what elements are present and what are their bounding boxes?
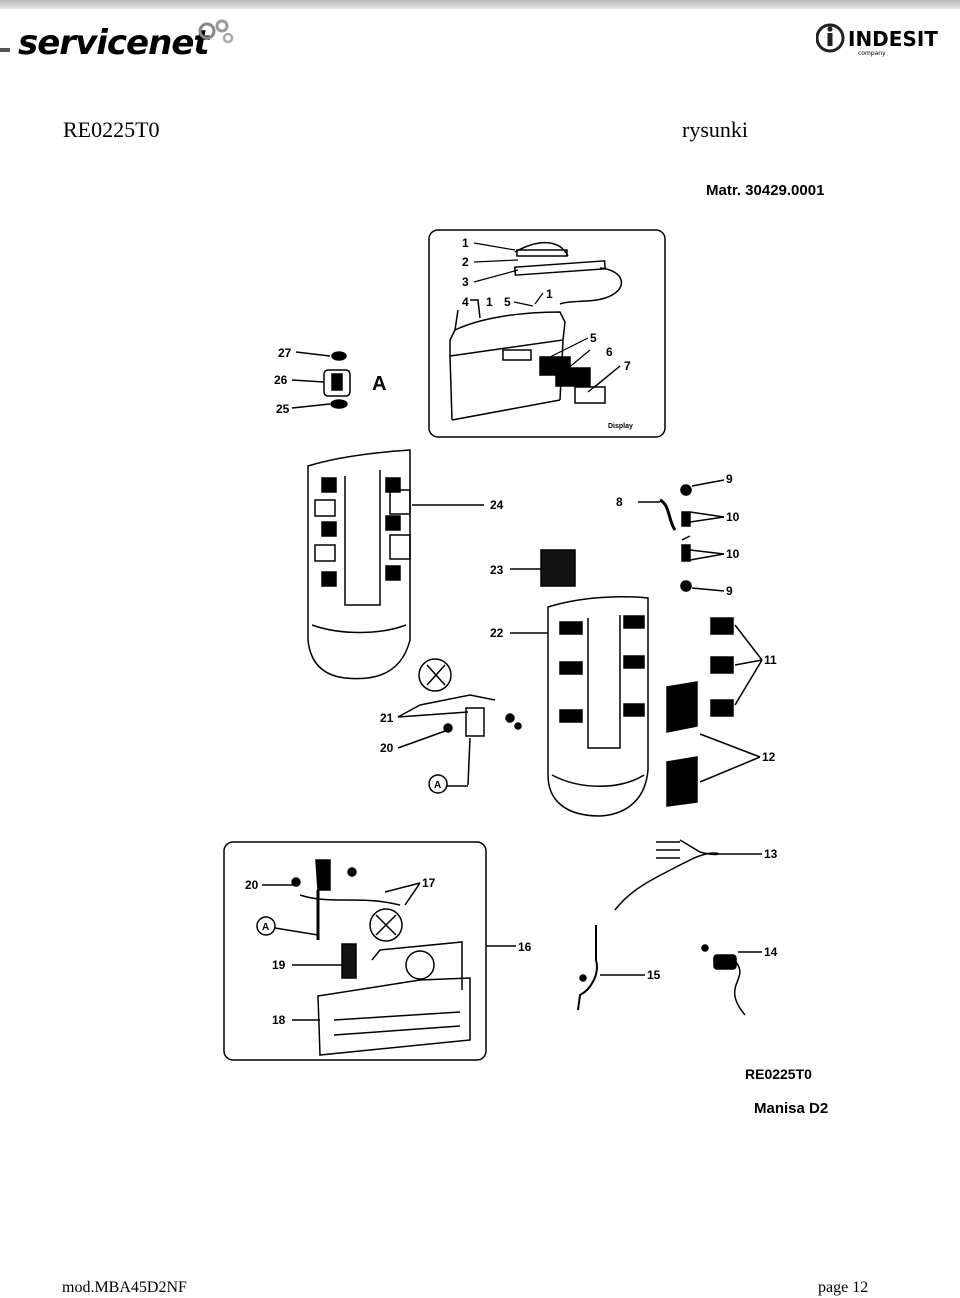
svg-text:18: 18 [272,1013,286,1027]
svg-text:A: A [262,922,269,933]
svg-text:12: 12 [762,750,776,764]
base-inset-frame [223,841,487,1061]
vents-11 [710,617,763,717]
svg-text:20: 20 [245,878,259,892]
svg-text:1: 1 [546,287,553,301]
top-border-bar [0,0,960,9]
display-inset-frame [428,229,666,438]
switch-detail-a [291,351,351,409]
back-housing-24 [307,449,484,680]
front-housing-22 [510,595,649,817]
footer-page-number: page 12 [818,1279,869,1296]
svg-text:22: 22 [490,626,504,640]
svg-text:3: 3 [462,275,469,289]
svg-text:10: 10 [726,510,740,524]
svg-text:24: 24 [490,498,504,512]
svg-text:23: 23 [490,563,504,577]
document-section-title: rysunki [682,117,748,142]
svg-text:15: 15 [647,968,661,982]
svg-text:1: 1 [462,236,469,250]
base-parts [256,859,516,1056]
svg-text:16: 16 [518,940,532,954]
indesit-logo: INDESIT company [815,20,946,60]
svg-text:8: 8 [616,495,623,509]
display-leader-lines [473,242,621,393]
gears-icon [198,19,234,44]
model-name: Manisa D2 [754,1100,829,1117]
svg-text:7: 7 [624,359,631,373]
svg-text:27: 27 [278,346,292,360]
svg-text:13: 13 [764,847,778,861]
grilles-12 [666,681,761,807]
svg-text:10: 10 [726,547,740,561]
servicenet-logo: servicenet [0,14,240,66]
thermal-fuse-14 [701,944,762,1016]
callout-labels: 1 2 3 4 1 5 1 5 6 7 Display 27 26 25 A 2… [245,236,778,1027]
model-code: RE0225T0 [745,1066,812,1082]
svg-text:5: 5 [590,331,597,345]
svg-text:INDESIT: INDESIT [848,27,938,51]
svg-text:26: 26 [274,373,288,387]
svg-text:servicenet: servicenet [18,23,211,63]
fan-assembly-21 [397,658,522,794]
svg-text:25: 25 [276,402,290,416]
svg-text:17: 17 [422,876,436,890]
svg-text:1: 1 [486,295,493,309]
probe-15 [577,925,645,1011]
svg-text:21: 21 [380,711,394,725]
svg-text:2: 2 [462,255,469,269]
svg-text:4: 4 [462,295,469,309]
svg-text:19: 19 [272,958,286,972]
svg-text:9: 9 [726,584,733,598]
footer-template-name: mod.MBA45D2NF [62,1279,187,1296]
svg-text:14: 14 [764,945,778,959]
svg-text:company: company [858,50,886,57]
svg-text:6: 6 [606,345,613,359]
svg-text:5: 5 [504,295,511,309]
svg-text:Display: Display [608,423,633,430]
filter-23 [540,549,576,587]
svg-text:11: 11 [764,653,777,667]
svg-text:A: A [434,780,441,791]
indesit-i-icon [815,23,845,53]
power-cord-13 [614,839,762,911]
document-code: RE0225T0 [63,117,160,142]
display-panel-parts [449,241,623,421]
screw-set [638,479,725,592]
matriculation-number: Matr. 30429.0001 [706,182,825,199]
svg-text:20: 20 [380,741,394,755]
svg-text:A: A [372,373,386,395]
svg-text:9: 9 [726,472,733,486]
